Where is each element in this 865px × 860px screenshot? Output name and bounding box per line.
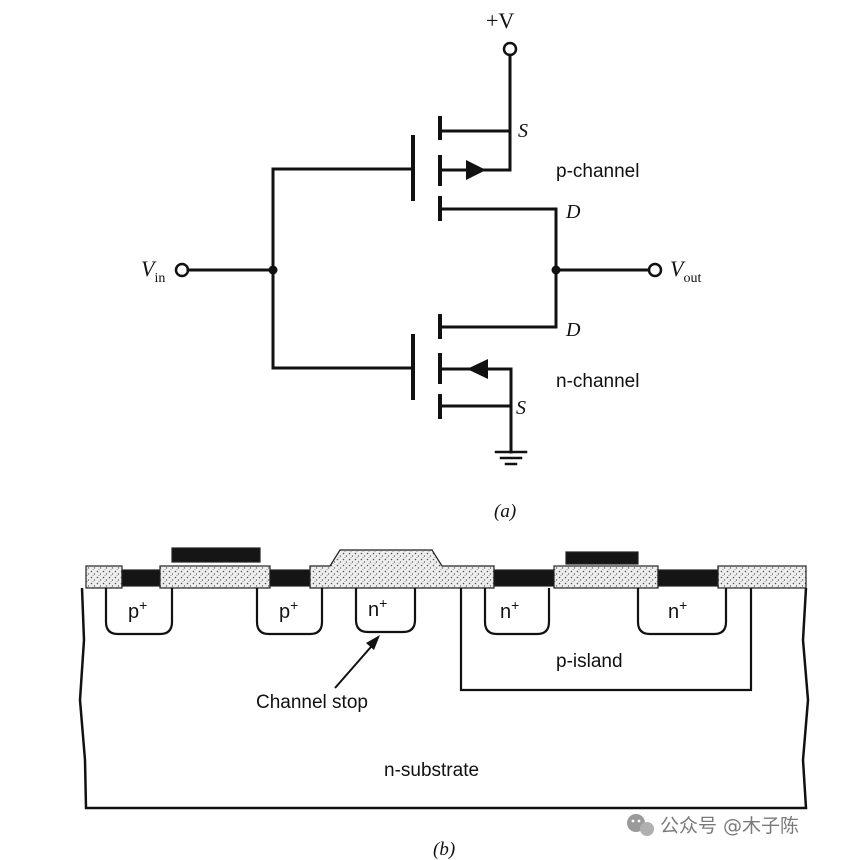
nmos-transistor — [411, 268, 558, 454]
output-junction — [551, 265, 561, 275]
pmos-arrow — [466, 160, 486, 180]
pmos-name-label: p-channel — [556, 161, 639, 182]
input-subscript: in — [154, 271, 165, 286]
region-label: p+ — [279, 597, 298, 623]
p-plus-region — [255, 588, 324, 636]
schematic-labels: +V Vin Vout S D p-channel D n-channel S … — [141, 8, 701, 522]
output-subscript: out — [683, 271, 701, 286]
gate-wire — [271, 167, 415, 370]
wechat-icon — [627, 814, 654, 836]
n-plus-channel-stop — [354, 588, 417, 634]
nmos-drain-wire — [438, 268, 558, 329]
input-junction — [268, 265, 278, 275]
p-island-region — [459, 588, 753, 692]
nmos-drain-label: D — [565, 319, 581, 341]
supply-label: +V — [486, 8, 514, 33]
nmos-arrow — [467, 359, 488, 379]
n-plus-region — [483, 588, 551, 636]
field-oxide — [553, 565, 659, 589]
thin-oxide — [121, 569, 161, 587]
region-labels: p+ p+ n+ n+ n+ p-island Channel stop n-s… — [128, 595, 687, 860]
thin-oxide — [657, 569, 719, 587]
nmos-name-label: n-channel — [556, 371, 639, 392]
thin-oxide — [493, 569, 555, 587]
caption-b: (b) — [433, 839, 455, 860]
cmos-inverter-schematic — [174, 41, 663, 466]
output-terminal — [647, 262, 663, 278]
pmos-drain-label: D — [565, 201, 581, 223]
diffusions — [104, 588, 753, 692]
region-label: p+ — [128, 597, 147, 623]
p-plus-region — [104, 588, 174, 636]
n-substrate-label: n-substrate — [384, 760, 479, 781]
pmos-drain-wire — [438, 207, 558, 272]
thin-oxide — [269, 569, 311, 587]
pmos-source-label: S — [518, 120, 528, 142]
p-island-label: p-island — [556, 651, 623, 672]
input-terminal — [174, 262, 190, 278]
watermark-text: 公众号 @木子陈 — [660, 815, 799, 837]
region-label: n+ — [500, 597, 519, 623]
oxide-layer — [85, 547, 807, 589]
nmos-gate-metal — [565, 551, 639, 565]
field-oxide — [159, 565, 271, 589]
caption-a: (a) — [494, 501, 516, 522]
cmos-cross-section: p+ p+ n+ n+ n+ p-island Channel stop n-s… — [78, 547, 810, 860]
region-label: n+ — [668, 597, 687, 623]
channel-stop-arrowhead — [366, 635, 380, 650]
pmos-transistor — [411, 116, 558, 272]
output-label: Vout — [670, 256, 701, 286]
ground-icon — [494, 450, 528, 466]
watermark: 公众号 @木子陈 — [627, 814, 799, 837]
supply-terminal — [502, 41, 518, 57]
channel-stop-label: Channel stop — [256, 692, 368, 713]
region-label: n+ — [368, 595, 387, 621]
n-plus-region — [636, 588, 728, 636]
field-oxide — [717, 565, 807, 589]
field-oxide — [85, 565, 123, 589]
field-oxide-thick — [309, 549, 495, 589]
n-substrate-outline — [78, 587, 810, 810]
channel-stop-arrow-line — [334, 639, 378, 689]
nmos-source-label: S — [516, 397, 526, 419]
input-label: Vin — [141, 256, 165, 286]
pmos-gate-metal — [171, 547, 261, 563]
